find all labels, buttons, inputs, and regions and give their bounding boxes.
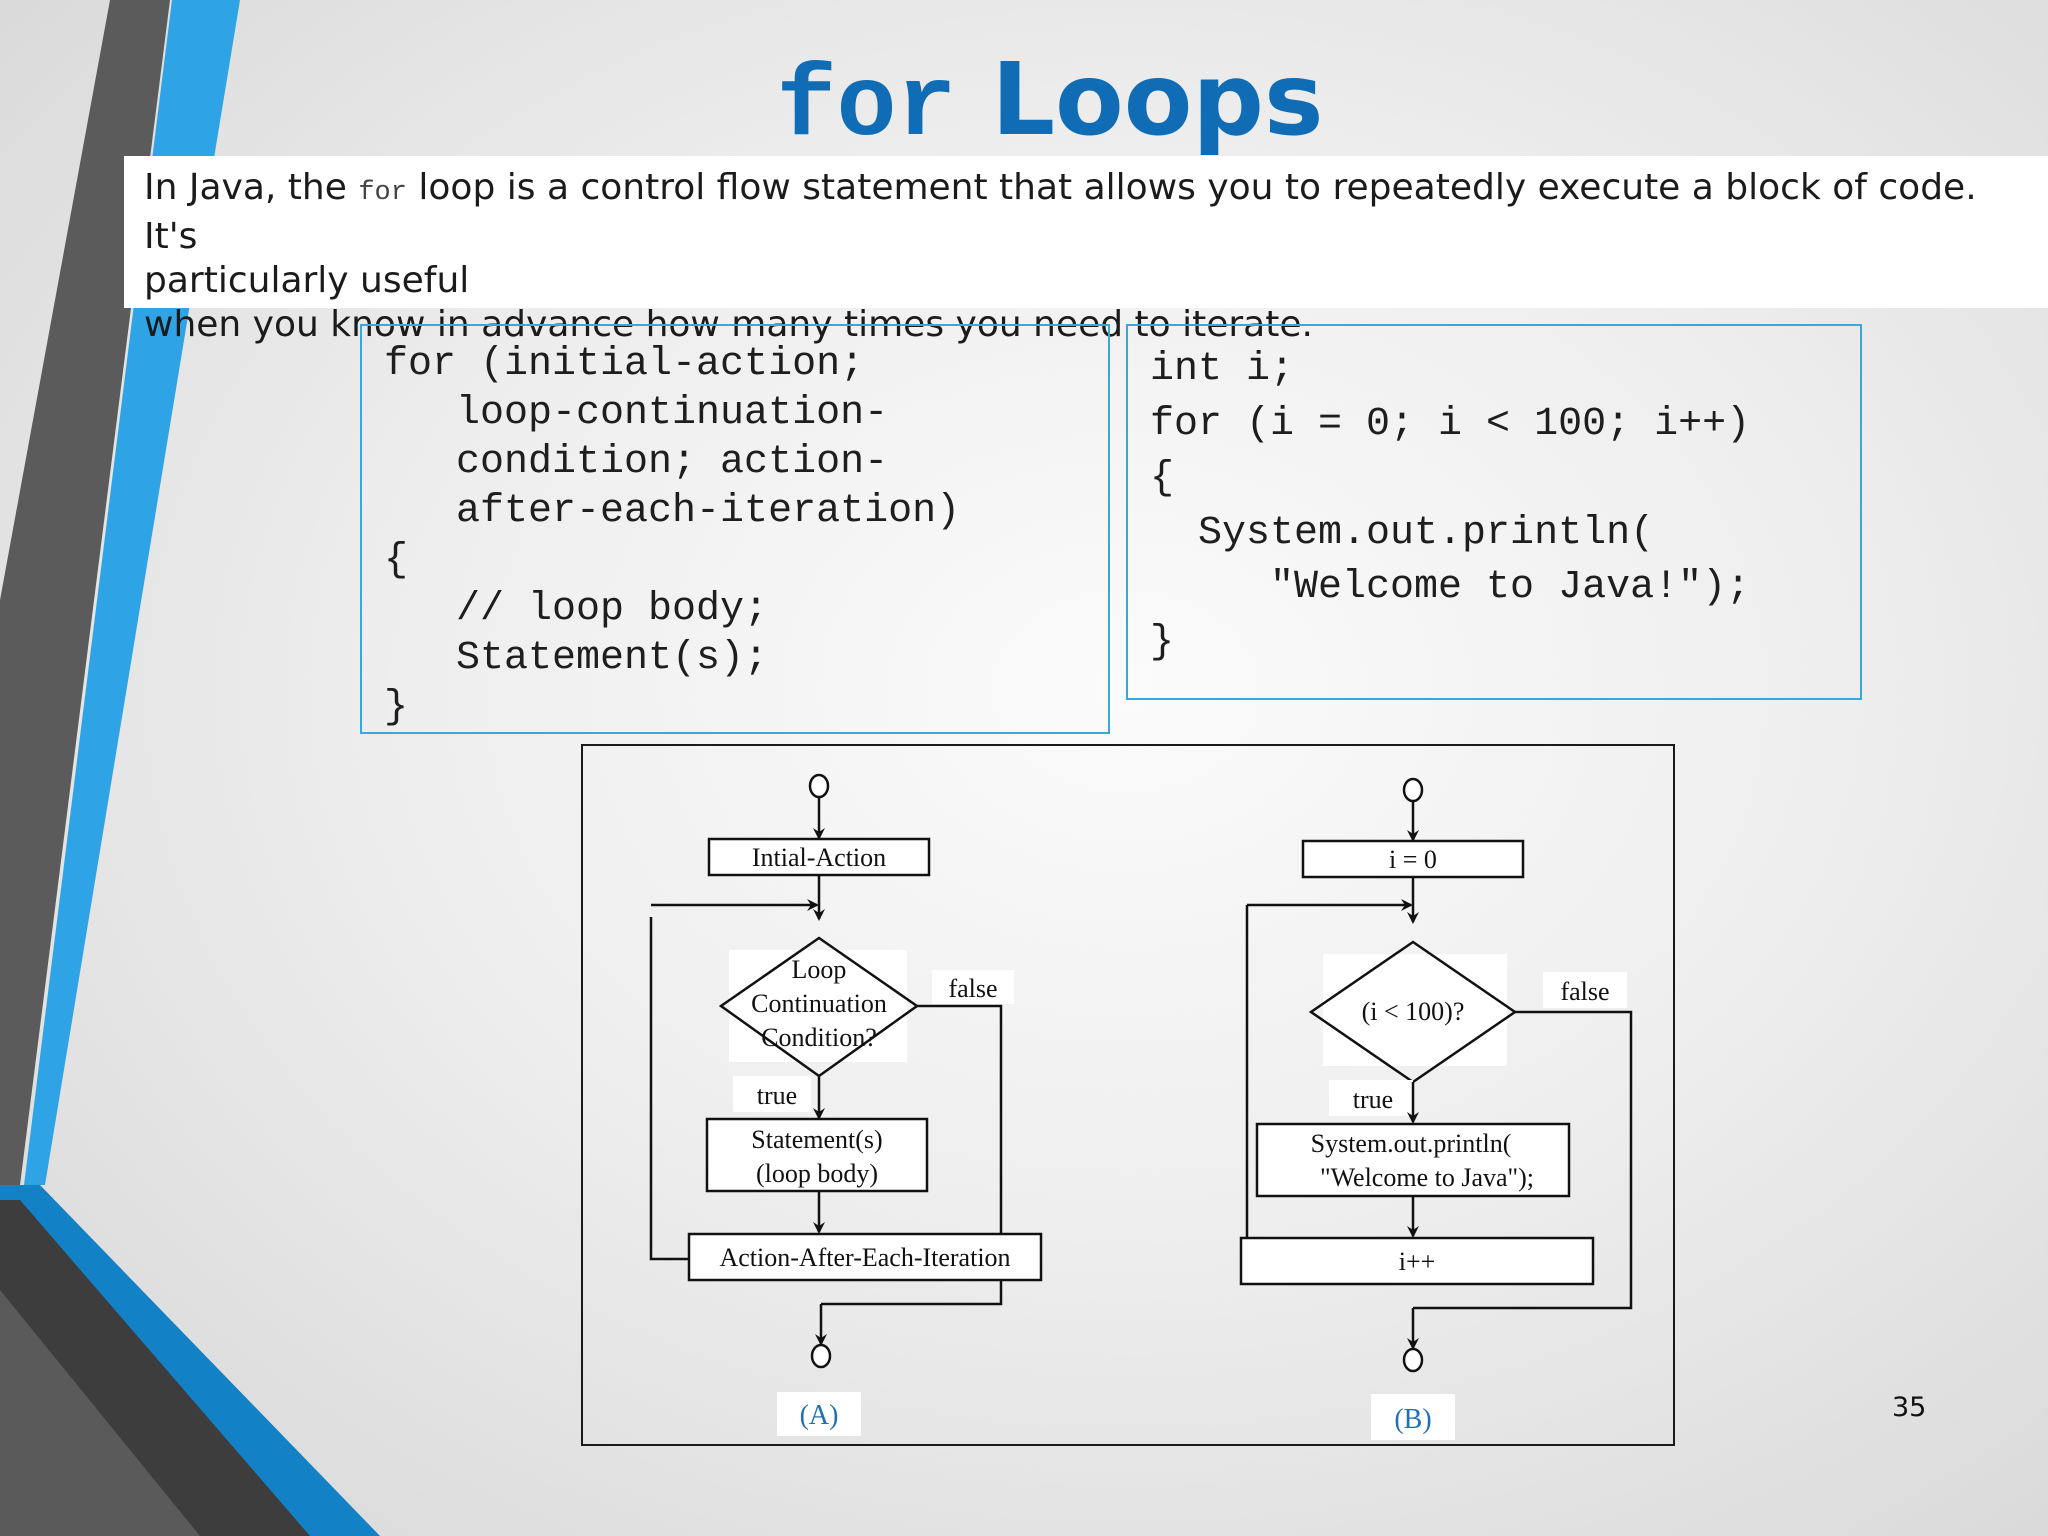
page-number: 35: [1892, 1392, 1927, 1423]
true-label-b: true: [1353, 1085, 1393, 1114]
flowchart-a: [649, 773, 1043, 1436]
body-label-a-2: (loop body): [756, 1159, 878, 1188]
init-box-b: [1301, 839, 1525, 879]
description-line-2: particularly useful: [144, 260, 470, 301]
body-box-b: [1255, 1122, 1571, 1198]
caption-b: (B): [1394, 1404, 1431, 1435]
update-label-b: i++: [1399, 1247, 1436, 1276]
title-keyword: for: [776, 52, 957, 165]
init-box-a: [707, 837, 931, 877]
true-label-a: true: [757, 1081, 797, 1110]
false-label-a: false: [948, 974, 997, 1003]
example-code-box: int i; for (i = 0; i < 100; i++) { Syste…: [1126, 324, 1862, 700]
end-terminal-b: [1402, 1347, 1424, 1373]
start-terminal-b: [1402, 777, 1424, 803]
flowcharts-svg: Intial-Action Loop Continuation Conditio…: [649, 773, 1633, 1440]
description-text: loop is a control flow statement that al…: [144, 167, 1977, 257]
update-label-a: Action-After-Each-Iteration: [719, 1243, 1010, 1272]
description-box: In Java, the for loop is a control flow …: [124, 156, 2048, 345]
cond-label-a-3: Condition?: [761, 1023, 877, 1052]
update-box-b: [1239, 1236, 1595, 1286]
syntax-code-box: for (initial-action; loop-continuation- …: [360, 324, 1110, 734]
init-label-a: Intial-Action: [752, 843, 886, 872]
end-terminal-a: [810, 1343, 832, 1369]
body-label-b-2: "Welcome to Java");: [1320, 1163, 1534, 1192]
title-word: Loops: [991, 41, 1324, 158]
false-label-b: false: [1560, 977, 1609, 1006]
description-text: In Java, the: [144, 167, 359, 208]
init-label-b: i = 0: [1389, 845, 1437, 874]
flowchart-panel: Intial-Action Loop Continuation Conditio…: [581, 744, 1675, 1446]
body-box-a: [705, 1117, 929, 1193]
update-box-a: [687, 1232, 1043, 1282]
description-line-1: In Java, the for loop is a control flow …: [144, 166, 2028, 259]
cond-label-a-1: Loop: [792, 955, 847, 984]
cond-label-b: (i < 100)?: [1362, 997, 1465, 1026]
cond-label-a-2: Continuation: [751, 989, 887, 1018]
caption-a: (A): [800, 1400, 839, 1431]
description-code: for: [358, 178, 407, 208]
start-terminal-a: [808, 773, 830, 799]
flowchart-b: [1239, 777, 1633, 1440]
body-label-b-1: System.out.println(: [1311, 1129, 1512, 1158]
slide-title: for Loops: [0, 40, 2048, 169]
body-label-a-1: Statement(s): [751, 1125, 882, 1154]
